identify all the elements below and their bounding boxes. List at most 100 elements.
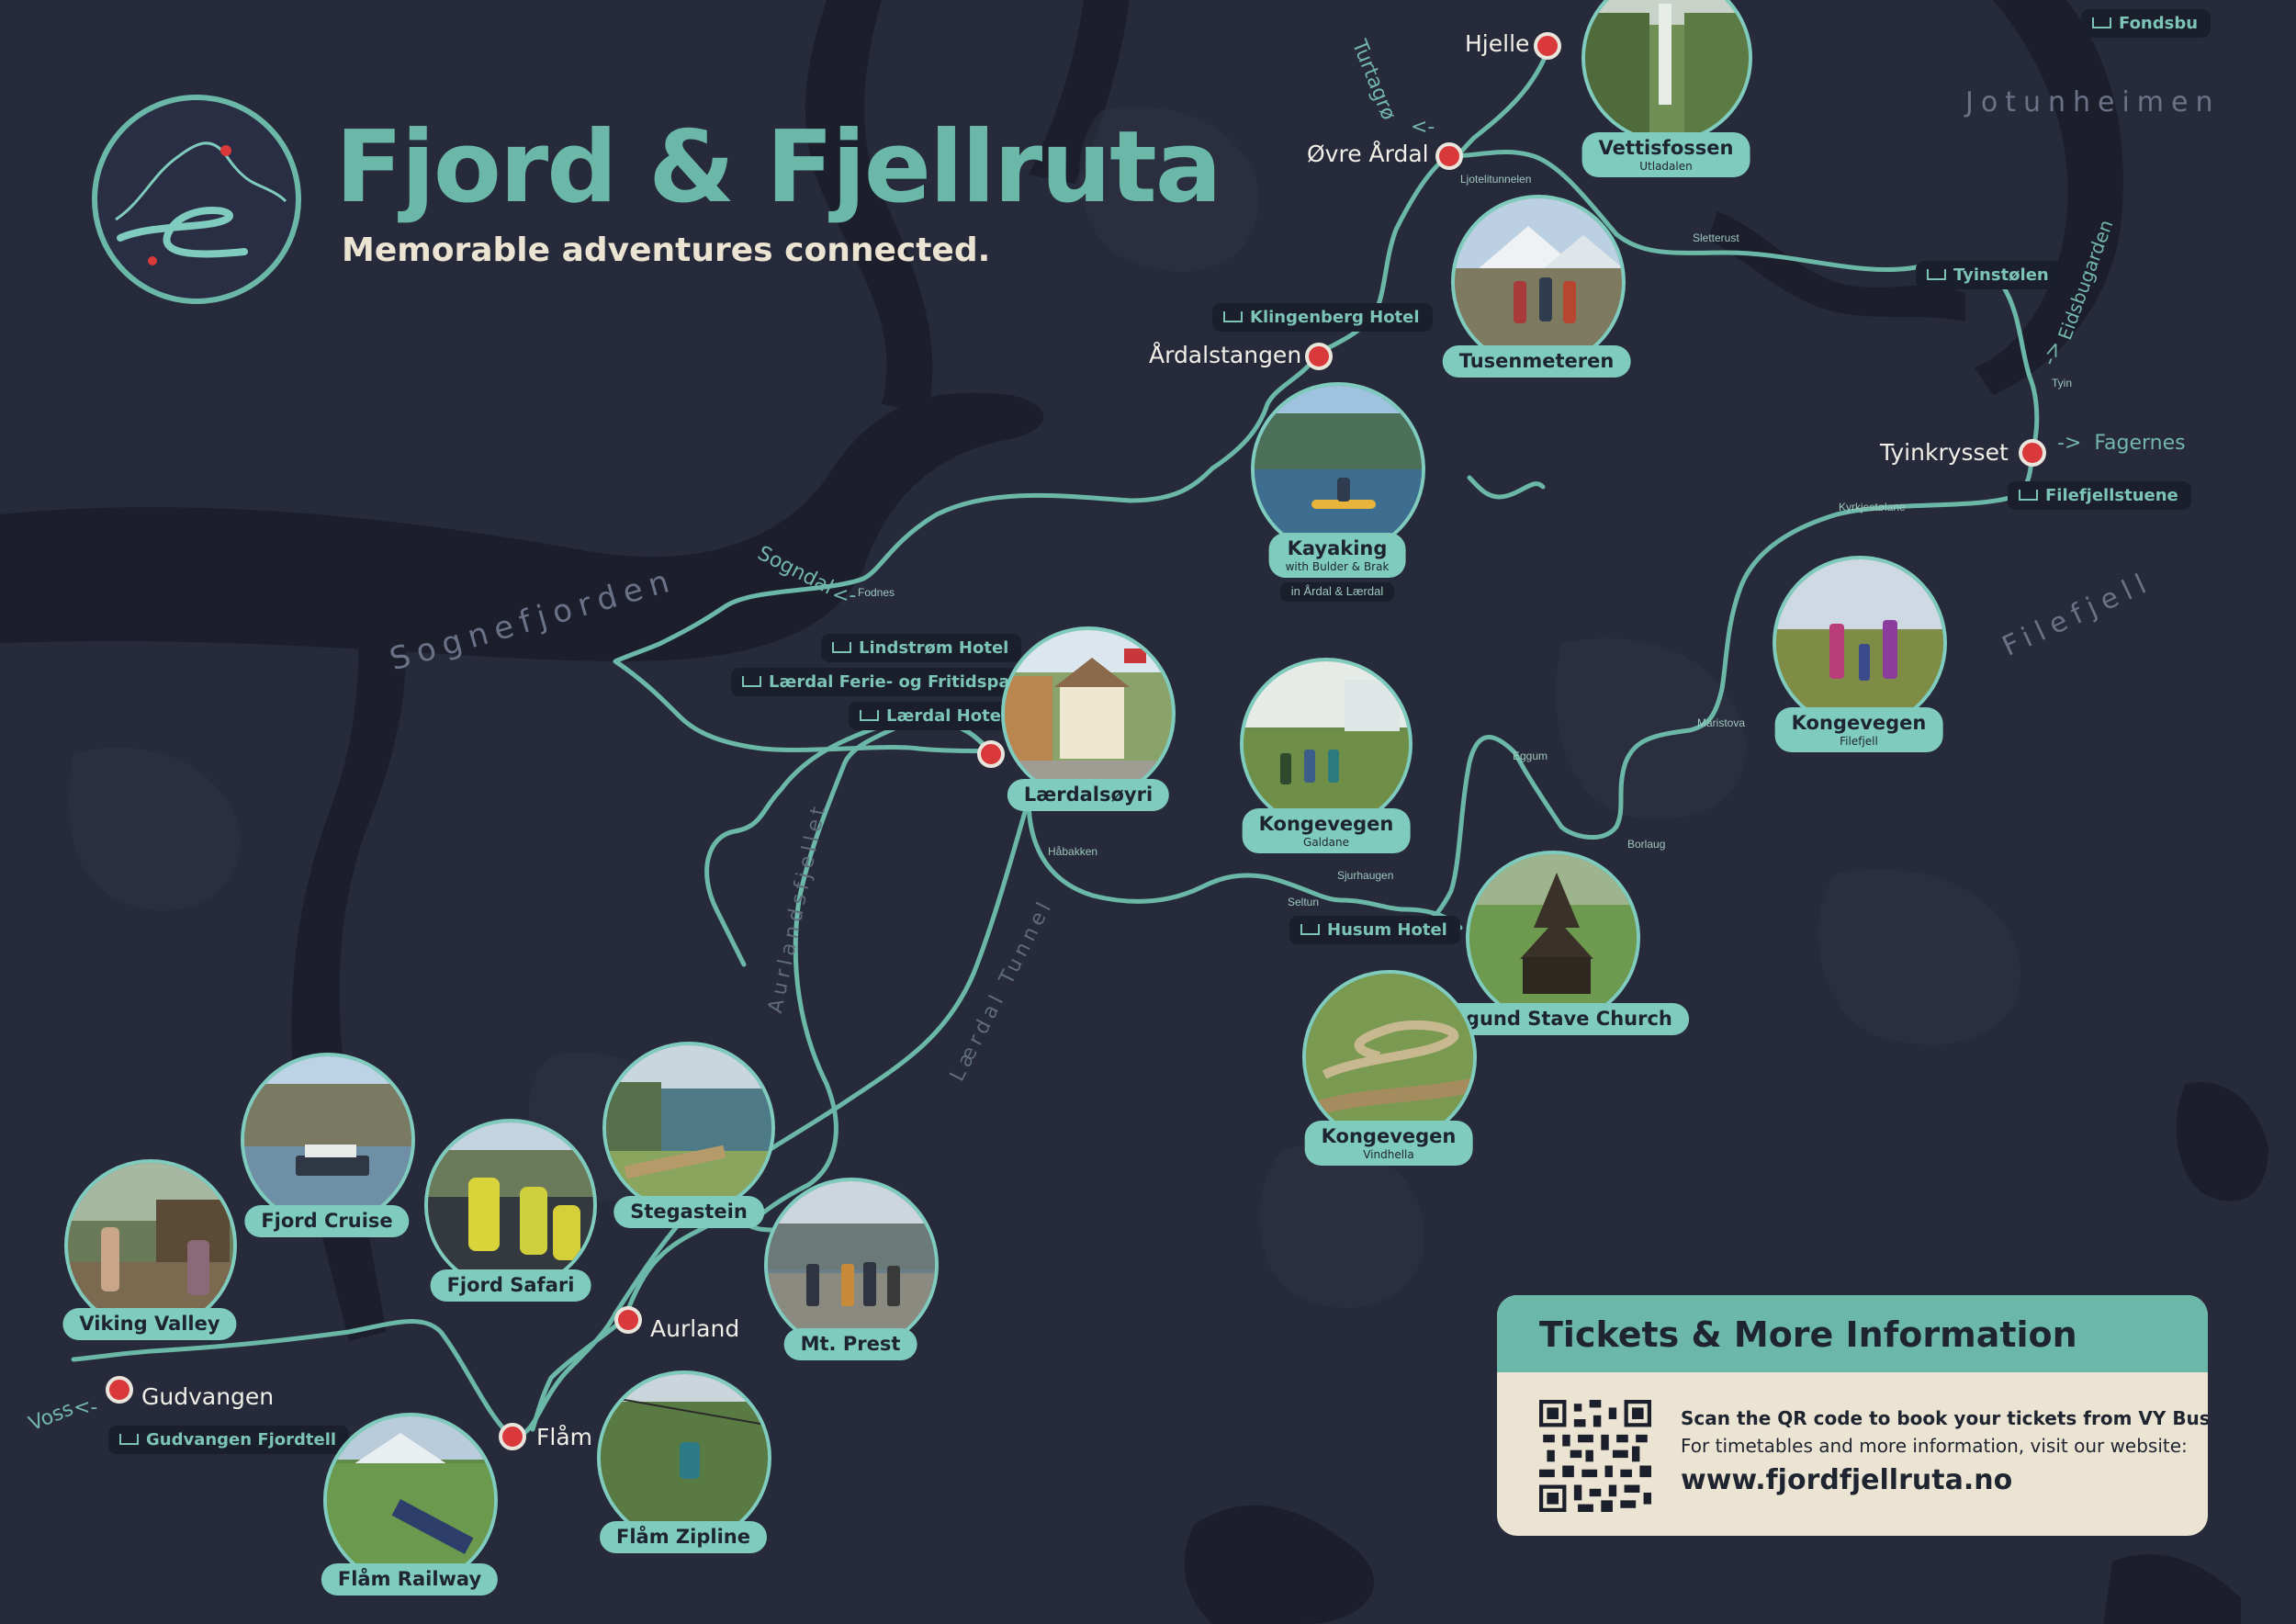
label-tusenmeteren-name: Tusenmeteren xyxy=(1458,350,1615,372)
place-borlaug: Borlaug xyxy=(1627,838,1666,851)
route-segment xyxy=(1467,475,1546,500)
place-sletterust: Sletterust xyxy=(1693,231,1739,244)
route-segment xyxy=(1446,150,2040,455)
stop-marker-flam[interactable] xyxy=(499,1423,526,1450)
photo-mt-prest[interactable] xyxy=(764,1178,939,1352)
tickets-info-panel: Tickets & More Information xyxy=(1497,1295,2208,1536)
label-stegastein-name: Stegastein xyxy=(630,1201,748,1223)
hotel-tyinstolen[interactable]: Tyinstølen xyxy=(1916,261,2062,289)
stop-marker-tyinkrysset[interactable] xyxy=(2019,439,2046,467)
label-kongevegen-galdane-name: Kongevegen xyxy=(1258,813,1394,835)
stop-label-ovre-ardal: Øvre Årdal xyxy=(1307,141,1429,167)
label-laerdalsoyri[interactable]: Lærdalsøyri xyxy=(1007,779,1170,811)
hotel-fondsbu[interactable]: Fondsbu xyxy=(2081,9,2212,38)
stop-label-aurland: Aurland xyxy=(650,1315,740,1342)
photo-borgund[interactable] xyxy=(1466,851,1640,1025)
hotel-laerdal-ferie[interactable]: Lærdal Ferie- og Fritidspark xyxy=(731,668,1042,696)
direction-fagernes-label: Fagernes xyxy=(2094,432,2186,455)
boat-shape xyxy=(296,1156,369,1176)
hotel-laerdal[interactable]: Lærdal Hotel xyxy=(849,702,1020,730)
logo xyxy=(92,95,301,304)
bed-icon xyxy=(119,1434,139,1445)
hiker-shape xyxy=(1280,753,1291,784)
label-kayaking-note: in Årdal & Lærdal xyxy=(1279,582,1395,602)
stop-label-hjelle: Hjelle xyxy=(1465,30,1530,57)
label-kayaking-sub: with Bulder & Brak xyxy=(1285,560,1390,573)
label-viking-valley[interactable]: Viking Valley xyxy=(62,1308,237,1340)
hotel-husum[interactable]: Husum Hotel xyxy=(1289,916,1460,944)
logo-mountain-road-icon xyxy=(115,141,287,265)
fjord-cliff-shape xyxy=(768,1224,935,1269)
stop-marker-ovre-ardal[interactable] xyxy=(1435,142,1463,170)
photo-fjord-cruise[interactable] xyxy=(241,1053,415,1227)
label-flam-zipline[interactable]: Flåm Zipline xyxy=(600,1521,767,1553)
hotel-laerdal-ferie-label: Lærdal Ferie- og Fritidspark xyxy=(769,672,1030,692)
place-ljotelitunnelen: Ljotelitunnelen xyxy=(1460,173,1532,186)
place-habakken: Håbakken xyxy=(1048,845,1098,858)
photo-tusenmeteren[interactable] xyxy=(1451,195,1626,369)
person-shape xyxy=(887,1266,900,1306)
bed-icon xyxy=(742,676,761,687)
website-link[interactable]: www.fjordfjellruta.no xyxy=(1681,1464,2013,1496)
bed-icon xyxy=(1300,924,1320,935)
person-shape xyxy=(553,1205,580,1260)
label-vettisfossen-sub: Utladalen xyxy=(1639,160,1693,173)
label-viking-valley-name: Viking Valley xyxy=(79,1313,220,1335)
photo-stegastein[interactable] xyxy=(602,1042,775,1214)
photo-sky xyxy=(768,1181,935,1228)
route-segment xyxy=(658,352,1320,646)
bed-icon xyxy=(832,642,851,653)
hotel-klingenberg[interactable]: Klingenberg Hotel xyxy=(1212,303,1433,332)
house-shape xyxy=(1005,676,1052,777)
label-kongevegen-vindhella-sub: Vindhella xyxy=(1363,1148,1414,1161)
photo-flam-railway[interactable] xyxy=(323,1413,498,1587)
hotel-filefjellstuene[interactable]: Filefjellstuene xyxy=(2008,481,2191,510)
label-mt-prest-name: Mt. Prest xyxy=(800,1333,901,1355)
photo-flam-zipline[interactable] xyxy=(597,1370,771,1545)
fjord-cliff-shape xyxy=(606,1082,661,1165)
photo-vettisfossen[interactable] xyxy=(1581,0,1752,143)
cliff-shape xyxy=(1684,13,1749,140)
photo-kongevegen-galdane[interactable] xyxy=(1240,658,1412,830)
photo-kayaking[interactable] xyxy=(1251,382,1425,557)
label-kongevegen-filefjell-sub: Filefjell xyxy=(1840,735,1878,748)
page-subtitle: Memorable adventures connected. xyxy=(342,231,991,269)
qr-code-icon[interactable] xyxy=(1539,1400,1651,1512)
photo-laerdalsoyri[interactable] xyxy=(1001,626,1176,801)
label-stegastein[interactable]: Stegastein xyxy=(613,1196,764,1228)
direction-voss-arrow: <- xyxy=(73,1396,98,1419)
route-segment xyxy=(1421,449,2034,930)
stop-marker-laerdalsoyri[interactable] xyxy=(977,740,1005,768)
hotel-fondsbu-label: Fondsbu xyxy=(2119,14,2199,33)
roof-shape xyxy=(1054,658,1130,687)
fjord-cliff-shape xyxy=(244,1084,411,1148)
person-shape xyxy=(520,1187,547,1255)
photo-viking-valley[interactable] xyxy=(64,1159,237,1332)
route-segment xyxy=(613,796,1031,1316)
stop-marker-ardalstangen[interactable] xyxy=(1305,343,1333,370)
hotel-gudvangen-fjordtell[interactable]: Gudvangen Fjordtell xyxy=(108,1426,350,1454)
label-fjord-cruise[interactable]: Fjord Cruise xyxy=(244,1205,410,1237)
label-fjord-safari[interactable]: Fjord Safari xyxy=(430,1269,591,1302)
photo-fjord-safari[interactable] xyxy=(424,1119,597,1291)
photo-kongevegen-vindhella[interactable] xyxy=(1302,970,1477,1145)
label-laerdalsoyri-name: Lærdalsøyri xyxy=(1023,784,1154,806)
stop-marker-gudvangen[interactable] xyxy=(106,1376,133,1404)
photo-kongevegen-filefjell[interactable] xyxy=(1773,556,1947,730)
stop-marker-aurland[interactable] xyxy=(614,1306,642,1334)
hotel-lindstrom[interactable]: Lindstrøm Hotel xyxy=(821,634,1022,662)
photo-sky xyxy=(606,1045,771,1088)
label-tusenmeteren[interactable]: Tusenmeteren xyxy=(1442,345,1631,378)
place-kyrkjestolane: Kyrkjestølane xyxy=(1839,501,1906,513)
qr-code-graphic xyxy=(1539,1400,1651,1512)
label-flam-railway[interactable]: Flåm Railway xyxy=(321,1563,499,1596)
label-mt-prest[interactable]: Mt. Prest xyxy=(783,1328,917,1360)
stop-marker-hjelle[interactable] xyxy=(1534,32,1561,60)
